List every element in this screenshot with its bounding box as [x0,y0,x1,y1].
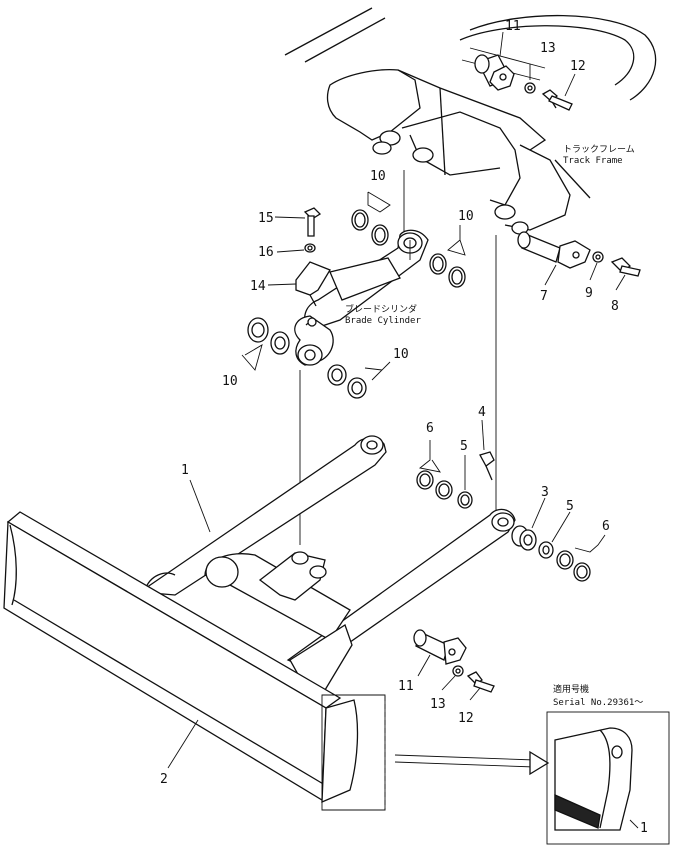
callout-12-top: 12 [570,59,586,74]
washer-part-13-top [524,82,536,94]
callout-13-lower: 13 [430,697,446,712]
shim-part-6-upper [416,470,453,500]
callout-6-lower: 6 [602,519,610,534]
inset-arrow [394,750,550,776]
pin-part-11-top [474,54,515,91]
seal-part-5-upper [457,491,473,509]
shim-part-10-upper-left [351,209,389,246]
callout-10-upper-left: 10 [370,169,386,184]
serial-label-en: Serial No.29361～ [553,698,643,708]
callout-4: 4 [478,405,486,420]
blade-frame-part-1 [138,435,516,691]
callout-10-lower-right: 10 [393,347,409,362]
bracket-part-14 [295,261,331,307]
bolt-part-12-top [541,89,573,111]
callout-1: 1 [181,463,189,478]
callout-7: 7 [540,289,548,304]
washer-part-9 [592,251,604,263]
bolt-part-15 [303,207,322,237]
bolt-part-8 [610,257,641,277]
callout-5-upper: 5 [460,439,468,454]
callout-8: 8 [611,299,619,314]
callout-5-lower: 5 [566,499,574,514]
track-frame-label-jp: トラックフレーム [563,144,635,155]
bolt-part-12-lower [466,671,495,693]
blade-cylinder-label-jp: ブレードシリンダ [345,303,417,315]
blade-cylinder-label-en: Brade Cylinder [345,316,421,326]
pin-part-11-lower [413,629,467,665]
shim-part-10-lower-left [247,317,290,355]
track-frame [284,7,657,235]
shim-part-10-upper-right [429,253,466,288]
track-frame-label-en: Track Frame [563,156,623,166]
inset-box [546,711,670,845]
callout-2: 2 [160,772,168,787]
callout-12-lower: 12 [458,711,474,726]
callout-10-upper-right: 10 [458,209,474,224]
serial-label-jp: 適用号機 [553,683,589,695]
callout-1-inset: 1 [640,821,648,836]
callout-14: 14 [250,279,266,294]
callout-3: 3 [541,485,549,500]
blade-part-2 [3,511,359,804]
bushing-part-3 [511,525,537,551]
washer-part-13-lower [452,665,464,677]
pin-part-7 [517,231,591,269]
grease-fitting-part-4 [479,451,495,481]
shim-part-10-lower-right [327,364,367,399]
callout-11-lower: 11 [398,679,414,694]
seal-part-5-lower [538,541,554,559]
callout-10-lower-left: 10 [222,374,238,389]
washer-part-16 [304,243,316,253]
callout-16: 16 [258,245,274,260]
shim-part-6-lower [556,550,591,582]
callout-13-top: 13 [540,41,556,56]
callout-11-top: 11 [505,19,521,34]
callout-6-upper: 6 [426,421,434,436]
callout-15: 15 [258,211,274,226]
callout-9: 9 [585,286,593,301]
